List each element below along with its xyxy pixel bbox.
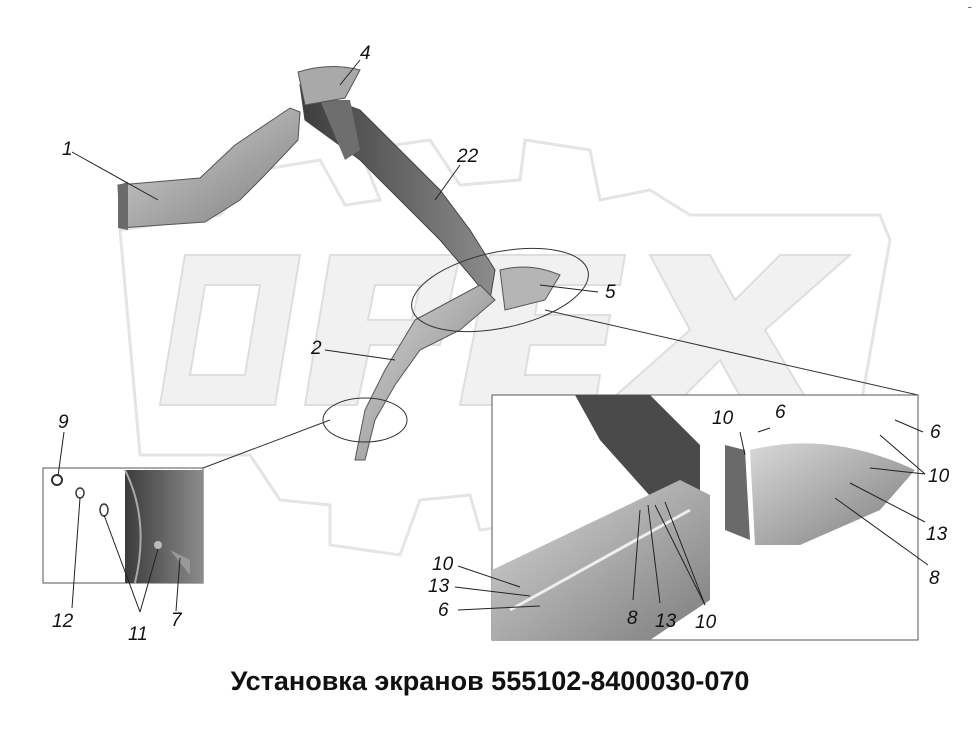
callout-13: 13 [655,611,677,632]
callout-10: 10 [695,612,717,633]
callout-10: 10 [928,466,950,487]
callout-2: 2 [310,338,322,359]
callout-13: 13 [428,576,450,597]
callout-1: 1 [62,139,73,160]
connector-line [544,309,919,396]
callout-9: 9 [58,412,69,433]
corner-mark: - [967,0,972,14]
part-22-screen [299,84,496,302]
callout-22: 22 [456,146,479,167]
callout-10: 10 [712,408,734,429]
part-2-screen [354,284,496,461]
detail-box-right [491,394,919,641]
callout-6: 6 [775,402,786,423]
detail-box-left [42,467,204,584]
callout-8: 8 [627,608,638,629]
callout-7: 7 [171,610,183,631]
callout-5: 5 [605,282,616,303]
callout-8: 8 [929,568,940,589]
part-1-screen [117,107,301,230]
part-5-bracket [499,266,561,311]
callout-6: 6 [438,600,449,621]
detail-ellipse-upper [411,247,589,333]
callout-4: 4 [360,43,371,64]
connector-line [202,419,331,469]
callout-11: 11 [128,624,148,645]
callout-12: 12 [52,611,74,632]
drawing-caption: Установка экранов 555102-8400030-070 [230,666,750,696]
part-4-bracket [297,66,361,106]
callout-13: 13 [926,524,948,545]
detail-ellipse-lower [322,397,408,443]
callout-6: 6 [930,422,941,443]
leader-lines [57,59,929,613]
callout-10: 10 [432,554,454,575]
